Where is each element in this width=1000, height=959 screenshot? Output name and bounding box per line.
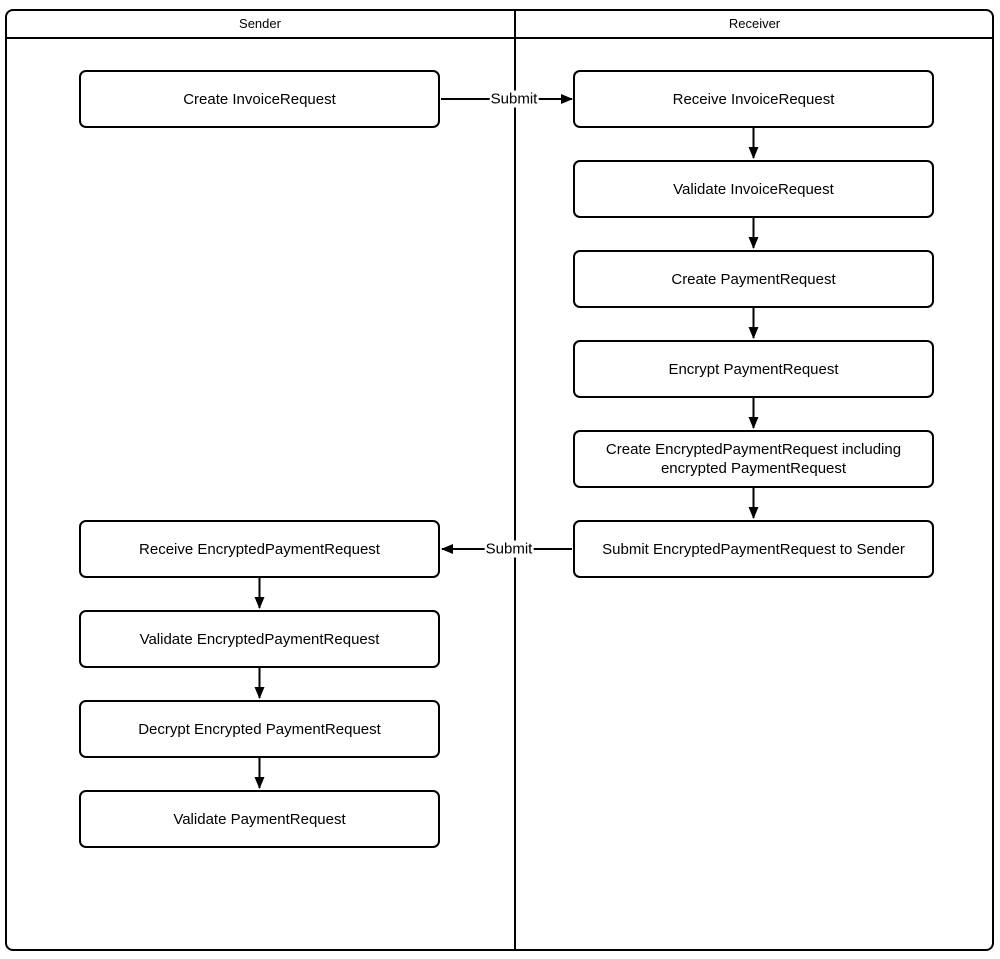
lane-header-receiver: Receiver (515, 13, 994, 33)
lane-header-divider (5, 37, 994, 39)
node-receive-invoicerequest: Receive InvoiceRequest (573, 70, 934, 128)
node-decrypt-encrypted-paymentrequest: Decrypt Encrypted PaymentRequest (79, 700, 440, 758)
node-submit-encryptedpaymentrequest: Submit EncryptedPaymentRequest to Sender (573, 520, 934, 578)
node-receive-encryptedpaymentrequest: Receive EncryptedPaymentRequest (79, 520, 440, 578)
edge-label-submit-invoice: Submit (489, 90, 539, 108)
node-create-invoicerequest: Create InvoiceRequest (79, 70, 440, 128)
lane-title-receiver: Receiver (728, 15, 781, 31)
lane-divider (514, 9, 516, 951)
lane-title-sender: Sender (239, 15, 281, 31)
node-encrypt-paymentrequest: Encrypt PaymentRequest (573, 340, 934, 398)
node-validate-paymentrequest: Validate PaymentRequest (79, 790, 440, 848)
node-create-encryptedpaymentrequest: Create EncryptedPaymentRequest including… (573, 430, 934, 488)
node-validate-encryptedpaymentrequest: Validate EncryptedPaymentRequest (79, 610, 440, 668)
node-validate-invoicerequest: Validate InvoiceRequest (573, 160, 934, 218)
node-create-paymentrequest: Create PaymentRequest (573, 250, 934, 308)
edge-label-submit-payment: Submit (484, 540, 534, 558)
lane-header-sender: Sender (5, 13, 515, 33)
